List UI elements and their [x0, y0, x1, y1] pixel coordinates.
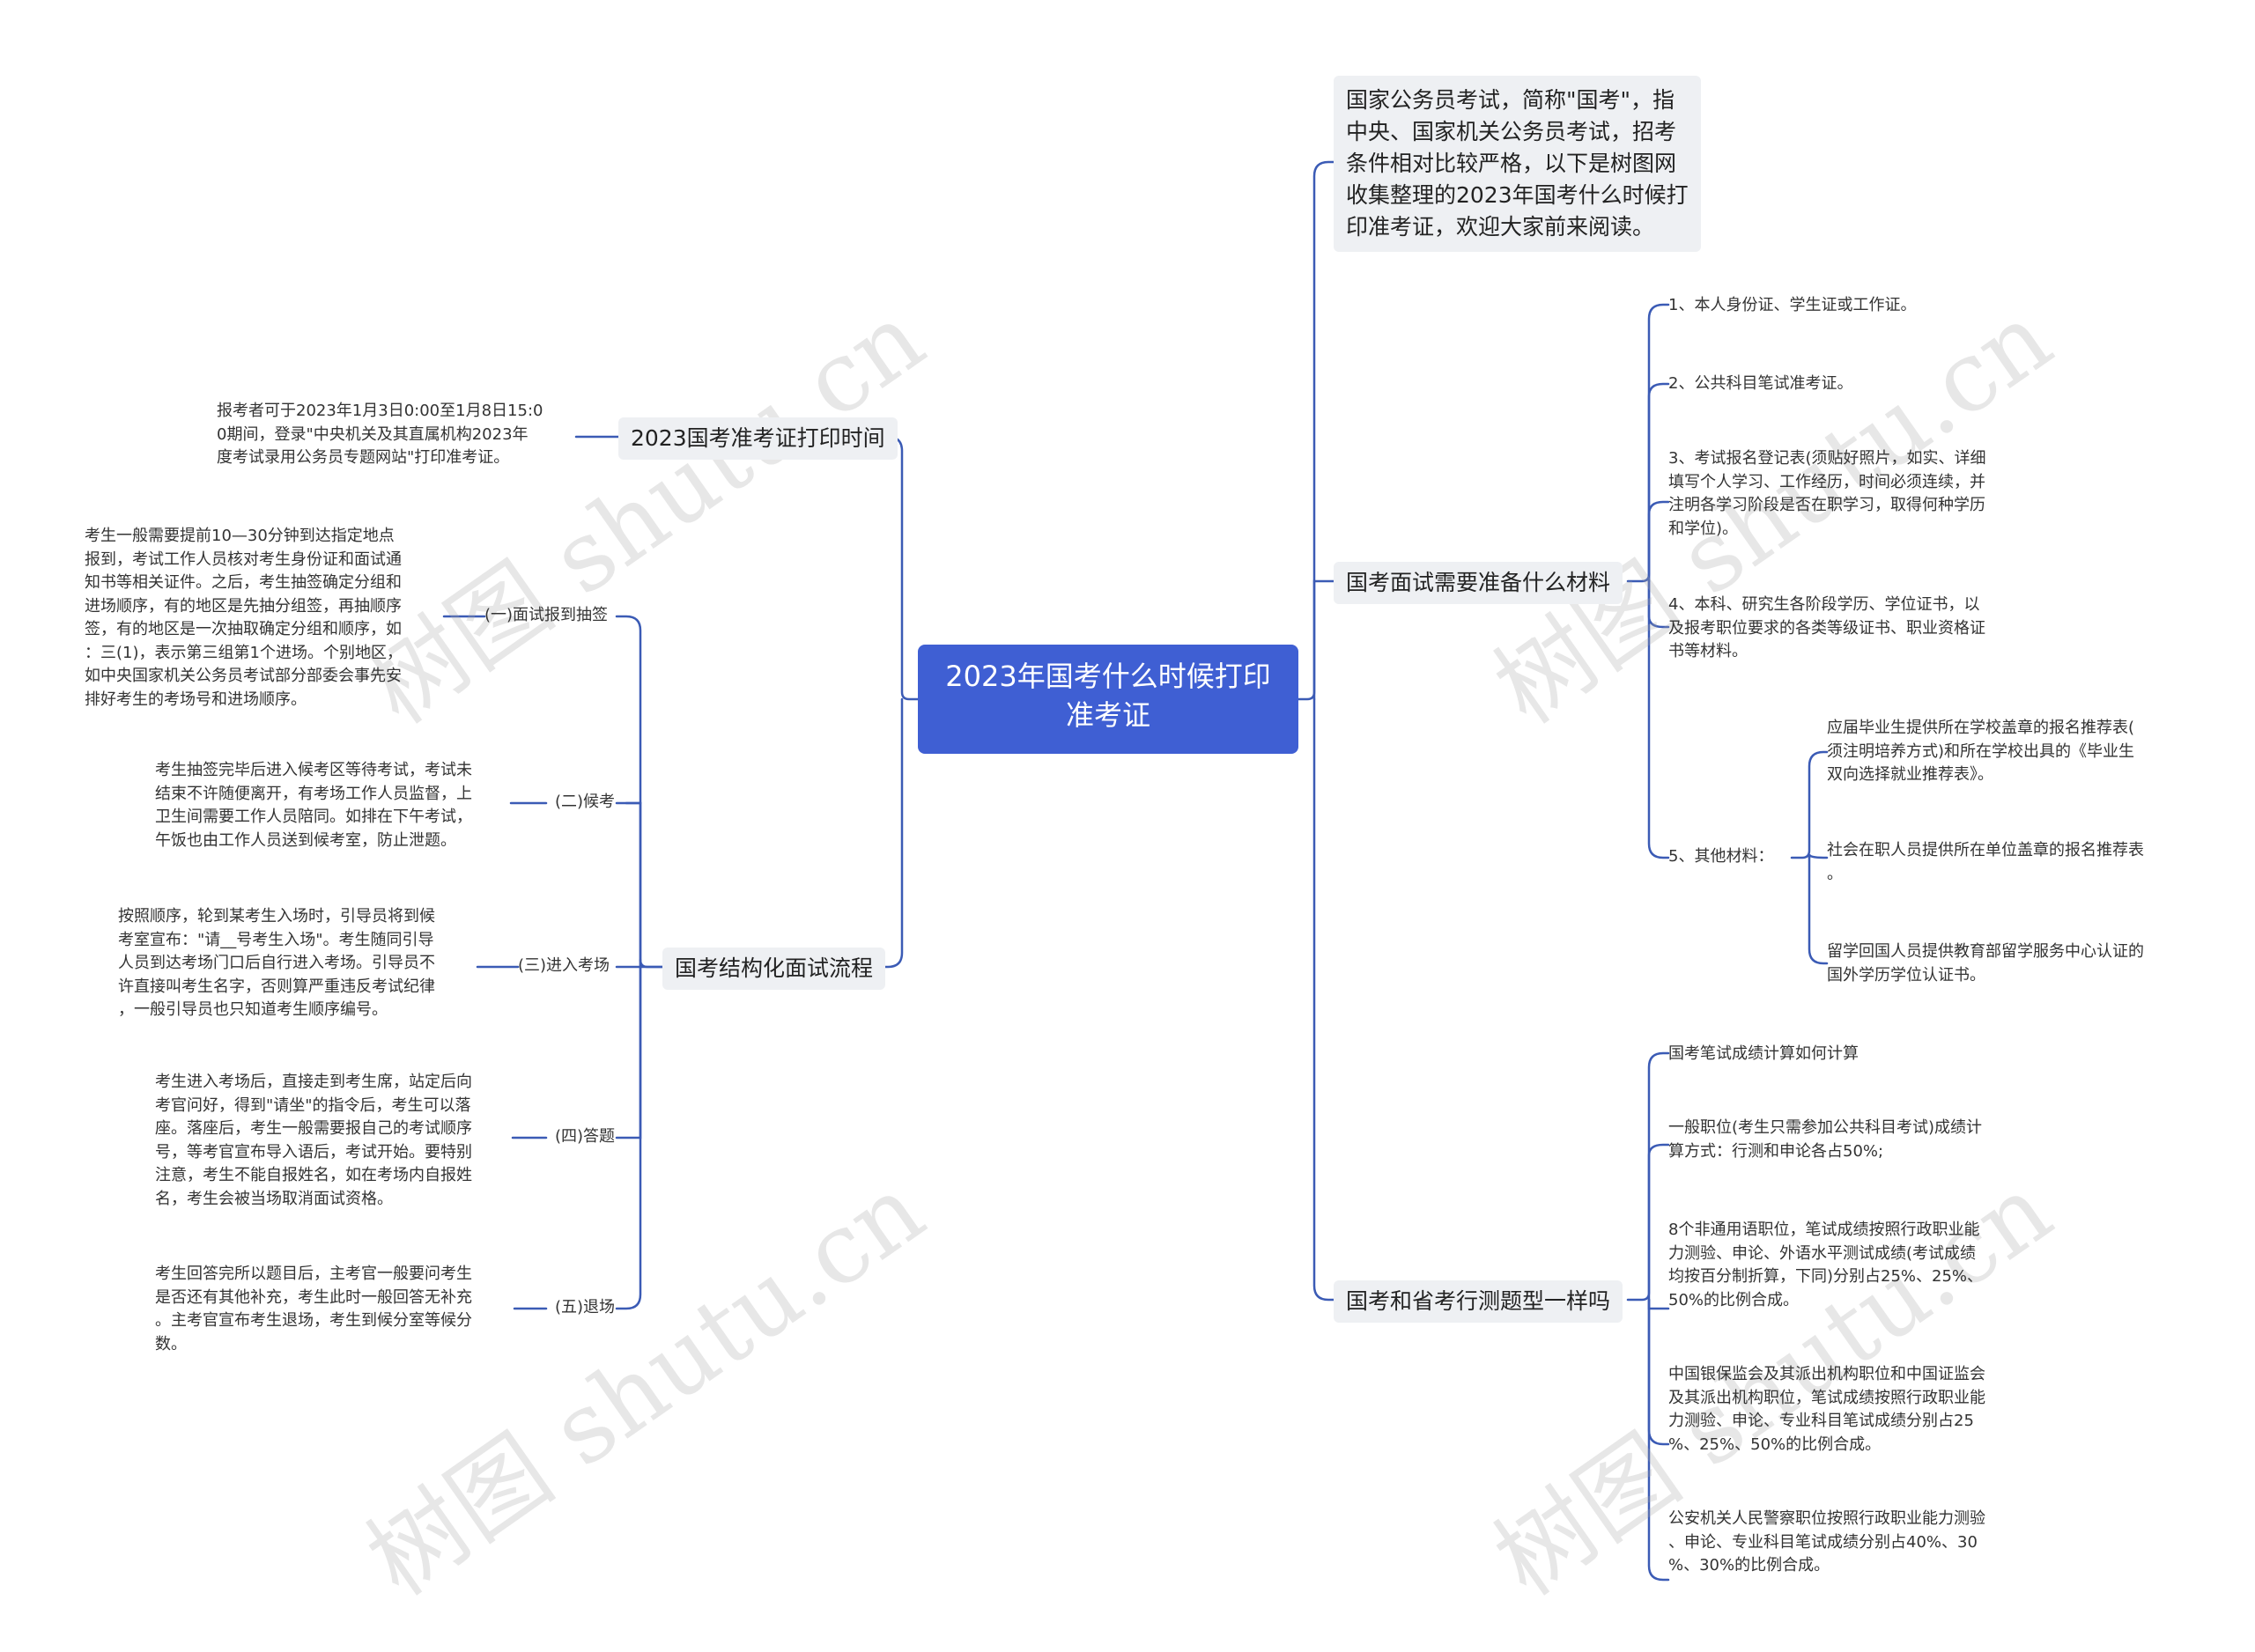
- step-waiting-label[interactable]: (二)候考: [555, 793, 616, 811]
- step-waiting-detail: 考生抽签完毕后进入候考区等待考试，考试未 结束不许随便离开，有考场工作人员监督，…: [155, 761, 472, 850]
- step-enter-detail: 按照顺序，轮到某考生入场时，引导员将到候 考室宣布："请__号考生入场"。考生随…: [118, 907, 435, 1019]
- branch-interview-process[interactable]: 国考结构化面试流程: [662, 948, 886, 990]
- step-answer-label[interactable]: (四)答题: [555, 1127, 616, 1146]
- material-item: 3、考试报名登记表(须贴好照片，如实、详细 填写个人学习、工作经历，时间必须连续…: [1668, 449, 1986, 538]
- step-enter-label[interactable]: (三)进入考场: [518, 956, 610, 975]
- root-topic[interactable]: 2023年国考什么时候打印 准考证: [918, 645, 1298, 754]
- step-exit-detail: 考生回答完所以题目后，主考官一般要问考生 是否还有其他补充，考生此时一般回答无补…: [155, 1265, 472, 1353]
- print-time-detail: 报考者可于2023年1月3日0:00至1月8日15:0 0期间，登录"中央机关及…: [217, 402, 543, 467]
- other-material-item: 应届毕业生提供所在学校盖章的报名推荐表( 须注明培养方式)和所在学校出具的《毕业…: [1827, 719, 2135, 784]
- exam-type-item: 中国银保监会及其派出机构职位和中国证监会 及其派出机构职位，笔试成绩按照行政职业…: [1668, 1365, 1985, 1454]
- exam-type-item: 国考笔试成绩计算如何计算: [1668, 1044, 1859, 1063]
- exam-type-item: 一般职位(考生只需参加公共科目考试)成绩计 算方式：行测和申论各占50%;: [1668, 1118, 1983, 1161]
- branch-materials[interactable]: 国考面试需要准备什么材料: [1334, 562, 1623, 604]
- exam-type-item: 8个非通用语职位，笔试成绩按照行政职业能 力测验、申论、外语水平测试成绩(考试成…: [1668, 1221, 1984, 1309]
- step-checkin-detail: 考生一般需要提前10—30分钟到达指定地点 报到，考试工作人员核对考生身份证和面…: [85, 527, 403, 709]
- other-material-item: 留学回国人员提供教育部留学服务中心认证的 国外学历学位认证书。: [1827, 942, 2144, 985]
- material-item: 4、本科、研究生各阶段学历、学位证书，以 及报考职位要求的各类等级证书、职业资格…: [1668, 595, 1985, 660]
- step-checkin-label[interactable]: (一)面试报到抽签: [484, 606, 609, 624]
- material-item: 1、本人身份证、学生证或工作证。: [1668, 296, 1917, 314]
- step-exit-label[interactable]: (五)退场: [555, 1298, 616, 1316]
- exam-type-item: 公安机关人民警察职位按照行政职业能力测验 、申论、专业科目笔试成绩分别占40%、…: [1668, 1509, 1985, 1575]
- intro-text: 国家公务员考试，简称"国考"，指 中央、国家机关公务员考试，招考 条件相对比较严…: [1334, 76, 1701, 252]
- other-material-item: 社会在职人员提供所在单位盖章的报名推荐表 。: [1827, 841, 2144, 883]
- material-item: 2、公共科目笔试准考证。: [1668, 374, 1853, 393]
- step-answer-detail: 考生进入考场后，直接走到考生席，站定后向 考官问好，得到"请坐"的指令后，考生可…: [155, 1073, 472, 1208]
- other-materials-label[interactable]: 5、其他材料：: [1668, 847, 1774, 866]
- branch-exam-types[interactable]: 国考和省考行测题型一样吗: [1334, 1280, 1623, 1323]
- branch-print-time[interactable]: 2023国考准考证打印时间: [618, 417, 898, 460]
